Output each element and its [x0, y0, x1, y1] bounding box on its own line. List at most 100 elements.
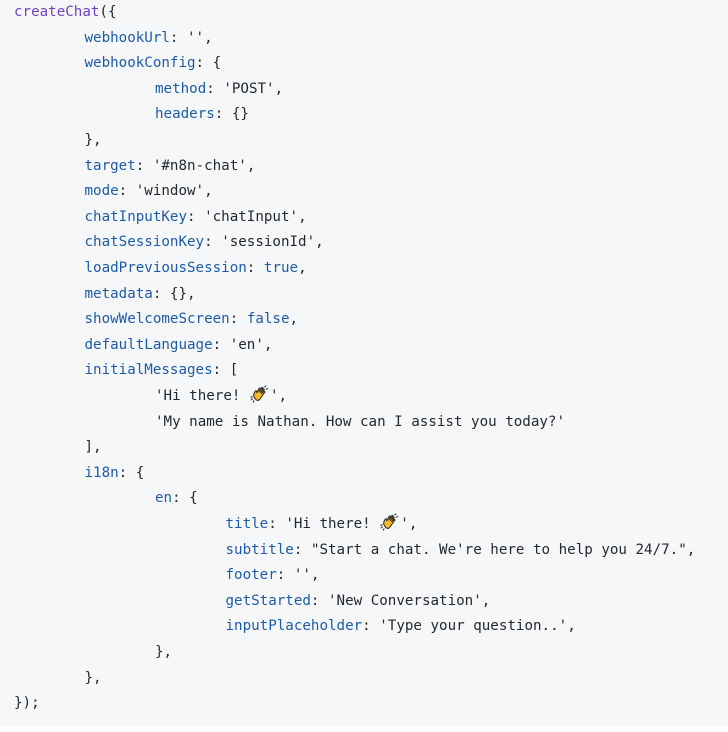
punctuation: ,: [298, 260, 307, 276]
string-value: ': [269, 388, 279, 404]
punctuation: : {},: [152, 285, 196, 302]
punctuation: ,: [289, 311, 299, 328]
string-value: "Start a chat. We're here to help you 24…: [310, 541, 687, 558]
punctuation: ,: [310, 567, 320, 584]
punctuation: ,: [204, 29, 213, 46]
punctuation: ({: [99, 4, 117, 20]
string-value: 'POST': [223, 80, 275, 97]
punctuation: ,: [567, 618, 576, 635]
punctuation: :: [268, 516, 286, 532]
punctuation: :: [246, 260, 264, 276]
code-line: headers: {}: [155, 102, 249, 128]
punctuation: :: [206, 80, 224, 97]
punctuation: :: [118, 183, 136, 200]
string-value: ': [400, 516, 409, 532]
punctuation: ,: [278, 388, 288, 404]
property-key: showWelcomeScreen: [84, 311, 230, 328]
punctuation: :: [310, 592, 329, 609]
code-line: mode: 'window',: [85, 179, 213, 205]
punctuation: },: [84, 669, 102, 686]
string-value: '': [293, 567, 311, 584]
property-key: headers: [155, 106, 215, 123]
property-key: chatSessionKey: [84, 234, 205, 251]
code-line: chatSessionKey: 'sessionId',: [85, 230, 324, 256]
punctuation: :: [212, 336, 230, 353]
punctuation: :: [276, 567, 294, 584]
code-line: ],: [85, 435, 102, 461]
code-line: getStarted: 'New Conversation',: [226, 589, 491, 615]
string-value: 'window': [135, 183, 205, 200]
punctuation: :: [293, 541, 311, 558]
property-key: footer: [225, 567, 277, 584]
punctuation: ],: [84, 439, 102, 456]
property-key: loadPreviousSession: [84, 260, 247, 276]
code-line: i18n: {: [85, 461, 145, 487]
code-line: createChat({: [14, 0, 117, 26]
code-line: subtitle: "Start a chat. We're here to h…: [226, 538, 696, 564]
property-key: defaultLanguage: [84, 336, 213, 353]
property-key: mode: [84, 183, 119, 200]
property-key: chatInputKey: [84, 208, 188, 225]
string-value: 'My name is Nathan. How can I assist you…: [155, 413, 565, 430]
punctuation: ,: [686, 541, 696, 558]
code-line: 'My name is Nathan. How can I assist you…: [155, 410, 565, 436]
punctuation: ,: [246, 157, 256, 174]
punctuation: ,: [204, 183, 213, 200]
property-key: inputPlaceholder: [225, 618, 363, 635]
property-key: i18n: [84, 464, 119, 481]
punctuation: :: [204, 234, 222, 251]
property-key: target: [84, 157, 136, 174]
punctuation: :: [135, 157, 153, 174]
punctuation: },: [155, 644, 173, 660]
string-value: 'Type your question..': [379, 618, 568, 635]
punctuation: ,: [315, 234, 324, 251]
string-value: 'New Conversation': [328, 592, 482, 609]
punctuation: });: [14, 695, 40, 712]
waving-hand-icon: [250, 385, 269, 404]
code-line: },: [155, 640, 172, 666]
code-line: webhookUrl: '',: [85, 26, 213, 52]
string-value: 'Hi there!: [155, 388, 249, 404]
punctuation: : [: [212, 362, 239, 379]
code-line: webhookConfig: {: [85, 51, 222, 77]
property-key: method: [155, 80, 207, 97]
punctuation: },: [84, 132, 102, 148]
punctuation: ,: [481, 592, 491, 609]
property-key: metadata: [84, 285, 153, 302]
punctuation: : {: [195, 55, 222, 72]
waving-hand-icon: [380, 513, 399, 532]
punctuation: : {: [118, 464, 145, 481]
code-line: inputPlaceholder: 'Type your question..'…: [226, 614, 576, 640]
code-line: 'Hi there! ',: [155, 384, 287, 410]
code-line: defaultLanguage: 'en',: [85, 333, 273, 359]
punctuation: ,: [298, 208, 307, 225]
code-line: target: '#n8n-chat',: [85, 154, 256, 180]
property-key: initialMessages: [84, 362, 213, 379]
string-value: 'en': [229, 336, 264, 353]
punctuation: ,: [408, 516, 418, 532]
property-key: title: [225, 516, 269, 532]
code-line: method: 'POST',: [155, 77, 283, 103]
punctuation: :: [229, 311, 247, 328]
punctuation: :: [169, 29, 188, 46]
property-key: subtitle: [225, 541, 294, 558]
property-key: webhookConfig: [84, 55, 196, 72]
punctuation: : {: [172, 490, 198, 507]
string-value: '': [187, 29, 205, 46]
literal-value: false: [246, 311, 290, 328]
property-key: en: [155, 490, 173, 507]
punctuation: ,: [274, 80, 284, 97]
punctuation: :: [187, 208, 205, 225]
code-line: initialMessages: [: [85, 358, 239, 384]
string-value: 'Hi there!: [285, 516, 380, 532]
punctuation: :: [362, 618, 380, 635]
literal-value: true: [263, 260, 299, 276]
code-line: metadata: {},: [85, 282, 196, 308]
code-line: en: {: [155, 486, 198, 512]
string-value: 'chatInput': [204, 208, 299, 225]
code-line: showWelcomeScreen: false,: [85, 307, 299, 333]
function-name: createChat: [14, 4, 100, 20]
code-line: },: [85, 128, 102, 154]
code-line: title: 'Hi there! ',: [225, 512, 418, 538]
string-value: '#n8n-chat': [152, 157, 247, 174]
